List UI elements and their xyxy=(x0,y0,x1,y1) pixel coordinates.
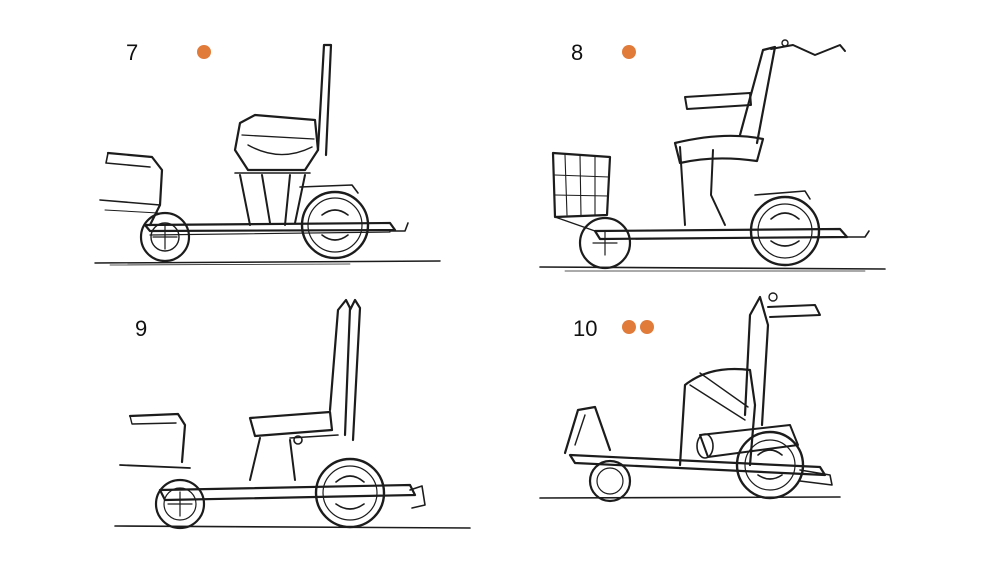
scooter-sketch-9 xyxy=(114,298,471,530)
scooter-sketch-7 xyxy=(94,43,441,266)
rating-dot xyxy=(197,45,211,59)
rating-dot xyxy=(622,320,636,334)
scooter-sketch-8 xyxy=(539,39,886,272)
sketch-label-9: 9 xyxy=(135,316,148,341)
rating-dot xyxy=(622,45,636,59)
sketch-label-8: 8 xyxy=(571,40,584,65)
sketch-label-7: 7 xyxy=(126,40,139,65)
rating-dot xyxy=(640,320,654,334)
sketch-label-10: 10 xyxy=(573,316,598,341)
scooter-sketch-10 xyxy=(539,292,841,503)
